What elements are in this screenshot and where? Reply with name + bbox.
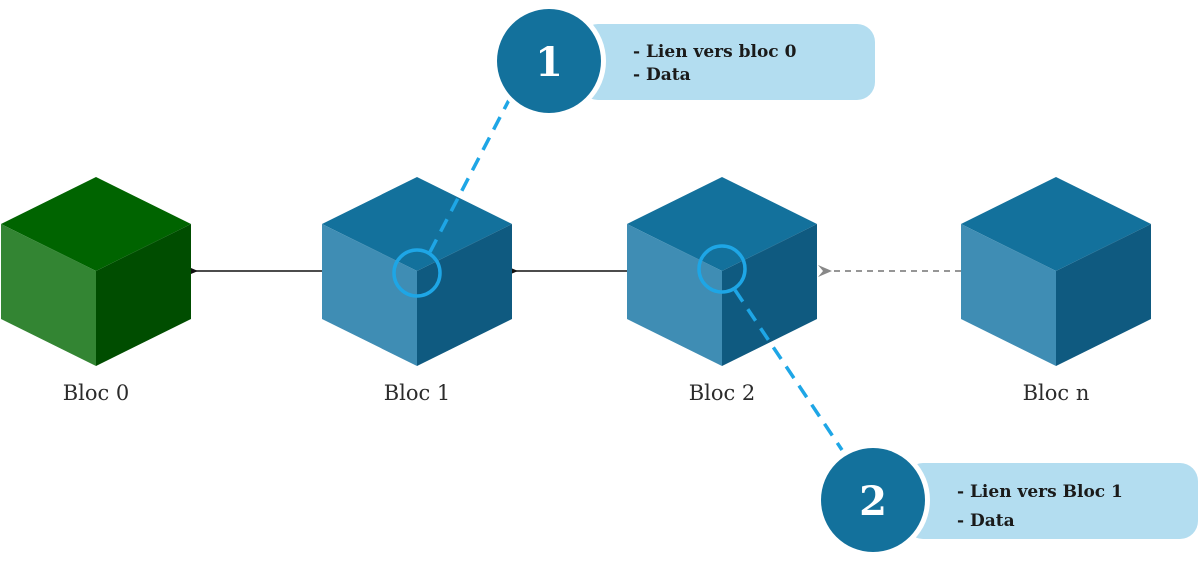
block-bloc1: Bloc 1 (322, 177, 512, 405)
callout-2: 2 - Lien vers Bloc 1 - Data (816, 443, 1198, 557)
callout-number: 1 (535, 39, 563, 86)
cube-right-face (722, 224, 817, 366)
callout-line: - Data (957, 511, 1015, 531)
cube-right-face (1056, 224, 1151, 366)
callout-box (905, 463, 1198, 539)
highlight-bloc2 (697, 244, 844, 451)
callout-line: - Data (633, 65, 691, 85)
callout-badge (497, 9, 601, 113)
block-label: Bloc 0 (63, 381, 130, 405)
cube-right-face (96, 224, 191, 366)
block-bloc0: Bloc 0 (1, 177, 191, 405)
callout-line: - Lien vers bloc 0 (633, 42, 797, 62)
callout-box (580, 24, 875, 100)
highlight-bloc1 (392, 97, 512, 298)
block-label: Bloc 1 (384, 381, 451, 405)
highlight-ring-1 (392, 248, 442, 298)
highlight-ring-2 (697, 244, 747, 294)
leader-line-2 (733, 289, 844, 451)
leader-line-1 (428, 97, 512, 253)
block-label: Bloc 2 (689, 381, 756, 405)
block-label: Bloc n (1023, 381, 1090, 405)
cube-right-face (417, 224, 512, 366)
cube-left-face (322, 224, 417, 366)
cube-left-face (961, 224, 1056, 366)
cube-left-face (1, 224, 96, 366)
callout-line: - Lien vers Bloc 1 (957, 482, 1123, 502)
cube-left-face (627, 224, 722, 366)
block-blocn: Bloc n (961, 177, 1151, 405)
block-bloc2: Bloc 2 (627, 177, 817, 405)
callout-number: 2 (859, 478, 887, 525)
callout-badge (821, 448, 925, 552)
callout-1: 1 - Lien vers bloc 0 - Data (492, 4, 875, 118)
